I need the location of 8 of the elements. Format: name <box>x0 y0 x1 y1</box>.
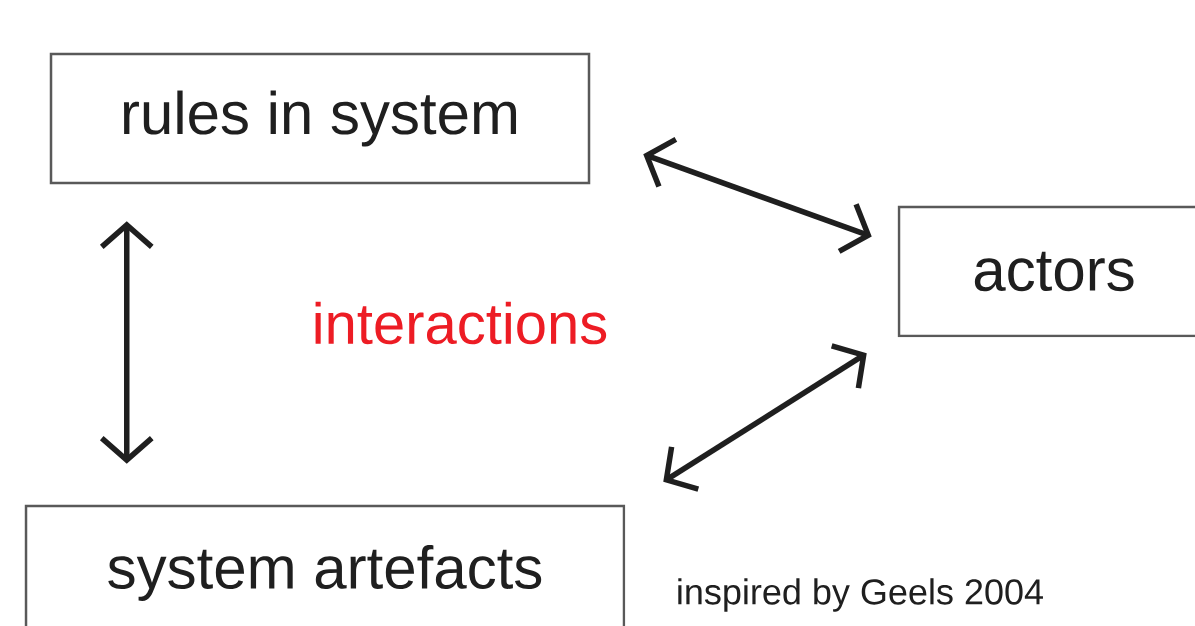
text-box: rules in system <box>49 52 591 185</box>
text-box: system artefacts <box>24 504 626 626</box>
double-arrow <box>99 221 154 464</box>
interactions-label: interactions <box>315 301 607 345</box>
double-arrow <box>663 343 867 492</box>
credit-note: inspired by Geels 2004 <box>678 578 1043 612</box>
double-arrow <box>643 137 872 254</box>
text-box: actors <box>897 205 1195 338</box>
